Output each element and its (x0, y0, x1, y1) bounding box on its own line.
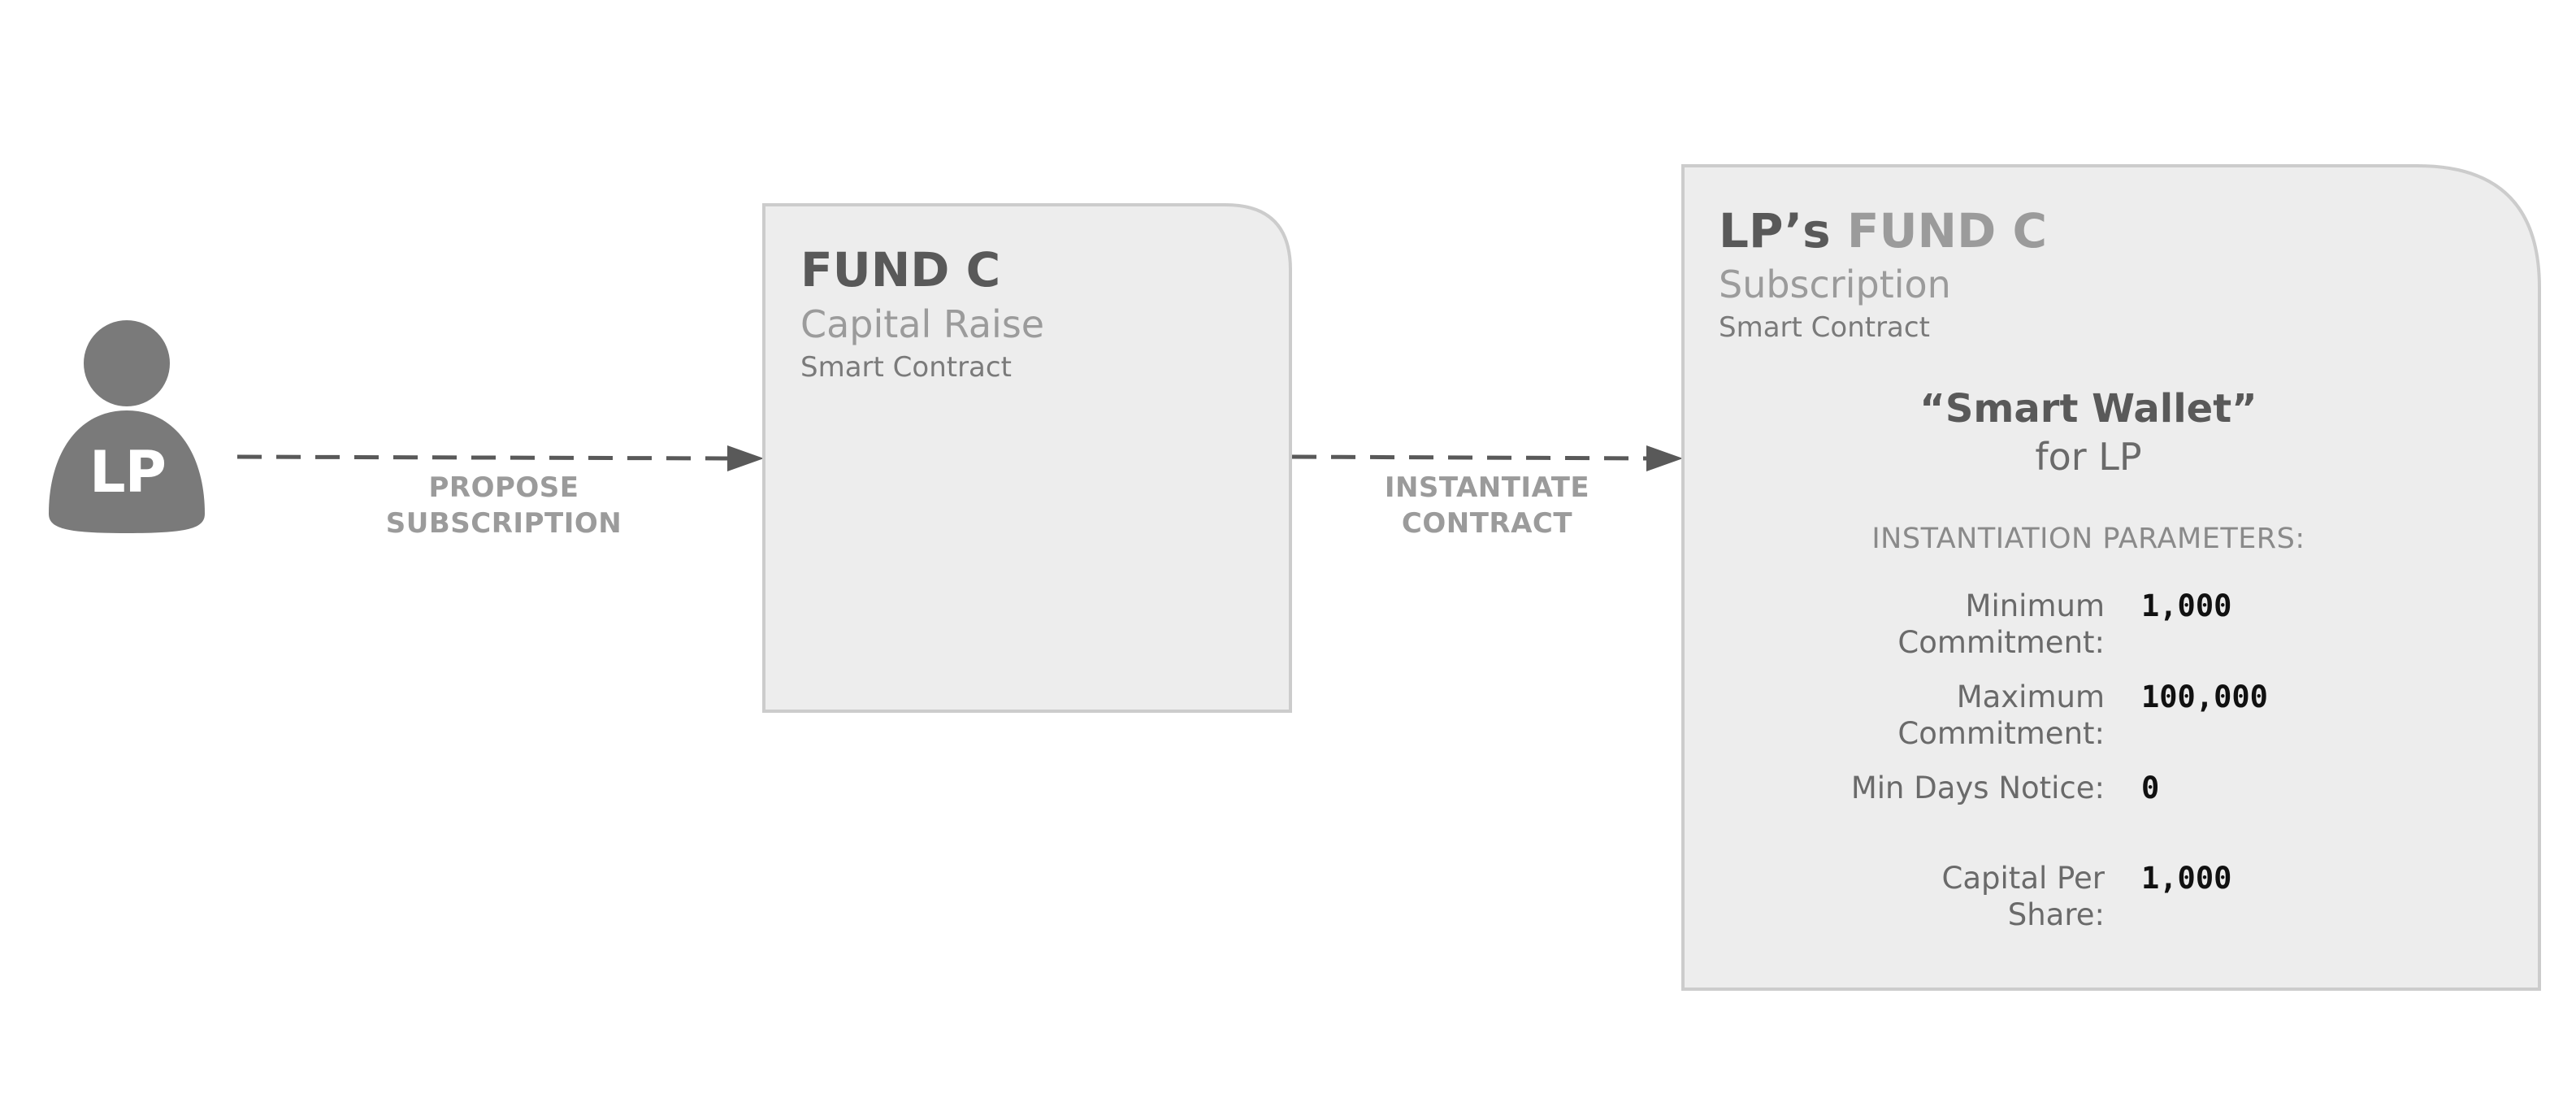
propose-subscription-label: PROPOSE SUBSCRIPTION (333, 470, 674, 541)
param-label-capital-per-share: Capital Per Share: (1942, 860, 2105, 933)
subscription-title-owner: LP’s (1719, 203, 1831, 258)
param-label-line1: Maximum (1956, 679, 2105, 714)
instantiate-contract-arrow (1291, 445, 1683, 471)
instantiate-arrow-line (1291, 454, 1650, 461)
lp-actor-icon (49, 320, 205, 533)
subscription-box-kind: Smart Contract (1719, 311, 1930, 344)
propose-arrow-line (236, 454, 732, 461)
param-label-line2: Commitment: (1897, 716, 2105, 751)
param-label-line2: Share: (2007, 897, 2105, 932)
param-value-min-days-notice: 0 (2141, 771, 2160, 805)
param-value-minimum-commitment: 1,000 (2141, 588, 2232, 623)
lp-fund-c-subscription-box (1681, 164, 2541, 991)
param-label-min-days-notice: Min Days Notice: (1851, 770, 2105, 806)
fund-box-title: FUND C (800, 242, 1001, 297)
instantiation-parameters-heading: INSTANTIATION PARAMETERS: (1871, 523, 2305, 555)
lp-actor-head (84, 320, 170, 406)
propose-label-line2: SUBSCRIPTION (385, 507, 622, 540)
subscription-box-title: LP’s FUND C (1719, 203, 2047, 258)
param-label-minimum-commitment: Minimum Commitment: (1897, 588, 2105, 661)
propose-label-line1: PROPOSE (428, 471, 579, 504)
param-value-maximum-commitment: 100,000 (2141, 679, 2268, 714)
instantiate-label-line1: INSTANTIATE (1384, 471, 1590, 504)
lp-actor-body (49, 410, 205, 533)
param-label-line1: Min Days Notice: (1850, 771, 2105, 805)
instantiate-label-line2: CONTRACT (1401, 507, 1573, 540)
lp-actor-label: LP (89, 439, 167, 506)
subscription-box-subtitle: Subscription (1719, 263, 1951, 306)
fund-c-capital-raise-box (762, 203, 1292, 713)
instantiate-arrowhead (1646, 445, 1683, 471)
param-label-maximum-commitment: Maximum Commitment: (1897, 679, 2105, 752)
smart-wallet-title: “Smart Wallet” (1919, 386, 2257, 432)
fund-box-subtitle: Capital Raise (800, 302, 1045, 346)
propose-arrowhead (727, 445, 764, 471)
param-label-line1: Minimum (1965, 588, 2105, 623)
instantiate-contract-label: INSTANTIATE CONTRACT (1316, 470, 1658, 541)
fund-box-kind: Smart Contract (800, 351, 1012, 384)
param-label-line1: Capital Per (1941, 861, 2105, 896)
smart-wallet-for: for LP (2035, 435, 2142, 479)
subscription-title-fund: FUND C (1846, 203, 2048, 258)
param-value-capital-per-share: 1,000 (2141, 861, 2232, 896)
propose-subscription-arrow (236, 445, 764, 471)
param-label-line2: Commitment: (1897, 625, 2105, 660)
